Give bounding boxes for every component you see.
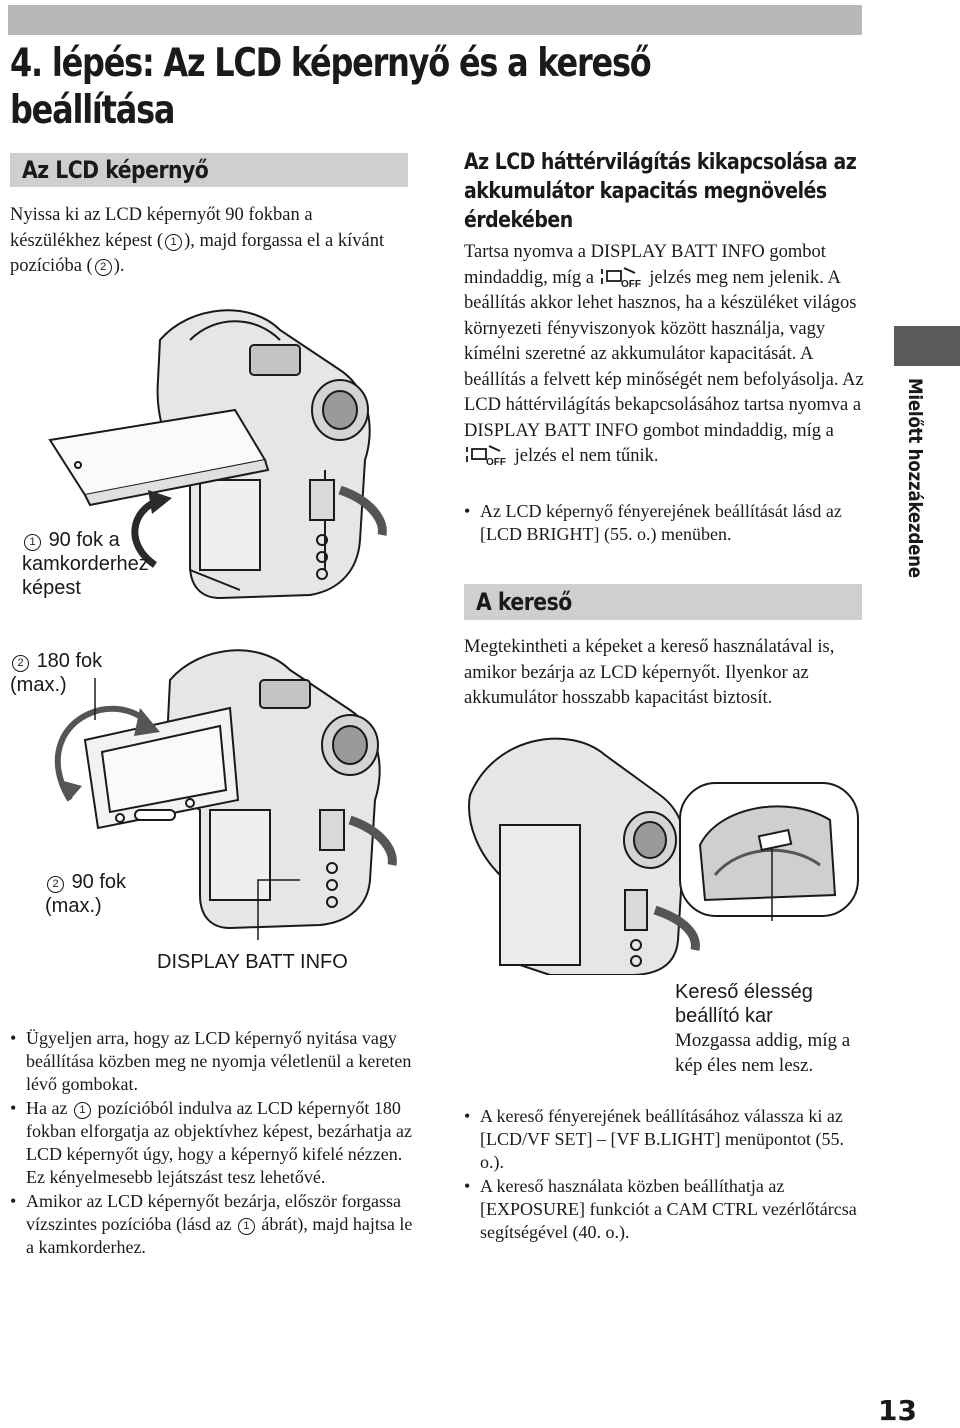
backlight-heading: Az LCD háttérvilágítás kikapcsolása az a… — [464, 150, 857, 233]
viewfinder-lever-label: Kereső élesség beállító kar — [675, 981, 813, 1027]
label-180-degree: 2 180 fok (max.) — [10, 650, 103, 696]
lcd-backlight-off-icon: OFF — [466, 445, 506, 466]
note-1: Ügyeljen arra, hogy az LCD képernyő nyit… — [10, 1027, 415, 1096]
page-title: 4. lépés: Az LCD képernyő és a kereső be… — [10, 41, 652, 133]
camcorder-illustration-viewfinder — [468, 737, 859, 975]
step-1-number: 1 — [24, 534, 41, 551]
viewfinder-paragraph: Megtekintheti a képeket a kereső használ… — [464, 637, 835, 708]
viewfinder-note-2: A kereső használata közben beállíthatja … — [464, 1175, 864, 1244]
page-number: 13 — [878, 1394, 917, 1427]
lcd-backlight-off-icon: OFF — [600, 266, 641, 288]
backlight-paragraph: Tartsa nyomva a DISPLAY BATT INFO gombot… — [464, 242, 864, 466]
step-1-number: 1 — [237, 1218, 255, 1235]
viewfinder-notes: A kereső fényerejének beállításához vála… — [464, 1105, 864, 1245]
step-1-number: 1 — [165, 233, 183, 251]
step-2-number: 2 — [47, 876, 64, 893]
viewfinder-lever-desc: Mozgassa addig, míg a kép éles nem lesz. — [675, 1030, 851, 1076]
viewfinder-note-1: A kereső fényerejének beállításához vála… — [464, 1105, 864, 1174]
lcd-notes: Ügyeljen arra, hogy az LCD képernyő nyit… — [10, 1027, 415, 1260]
backlight-notes: Az LCD képernyő fényerejének beállítását… — [464, 500, 864, 547]
camcorder-illustration-rotated — [54, 649, 397, 940]
viewfinder-heading: A kereső — [464, 584, 862, 620]
side-tab-label: Mielőtt hozzákezdene — [904, 378, 926, 578]
backlight-note: Az LCD képernyő fényerejének beállítását… — [464, 500, 864, 546]
display-batt-info-label: DISPLAY BATT INFO — [157, 951, 348, 973]
camcorder-illustration-open — [48, 309, 387, 600]
step-1-number: 1 — [73, 1102, 91, 1119]
step-2-number: 2 — [94, 259, 112, 276]
svg-text:OFF: OFF — [486, 457, 506, 466]
side-tab-marker — [894, 326, 960, 366]
note-3: Amikor az LCD képernyőt bezárja, először… — [10, 1190, 415, 1259]
note-2: Ha az 1 pozícióból indulva az LCD képern… — [10, 1097, 415, 1189]
label-90-max: 2 90 fok (max.) — [45, 871, 127, 917]
label-90-degree: 1 90 fok a kamkorderhez képest — [22, 529, 149, 599]
lcd-intro: Nyissa ki az LCD képernyőt 90 fokban a k… — [10, 205, 385, 276]
step-2-number: 2 — [12, 655, 29, 672]
svg-text:OFF: OFF — [621, 279, 641, 288]
lcd-section-heading: Az LCD képernyő — [10, 153, 408, 187]
header-bar — [8, 5, 862, 35]
